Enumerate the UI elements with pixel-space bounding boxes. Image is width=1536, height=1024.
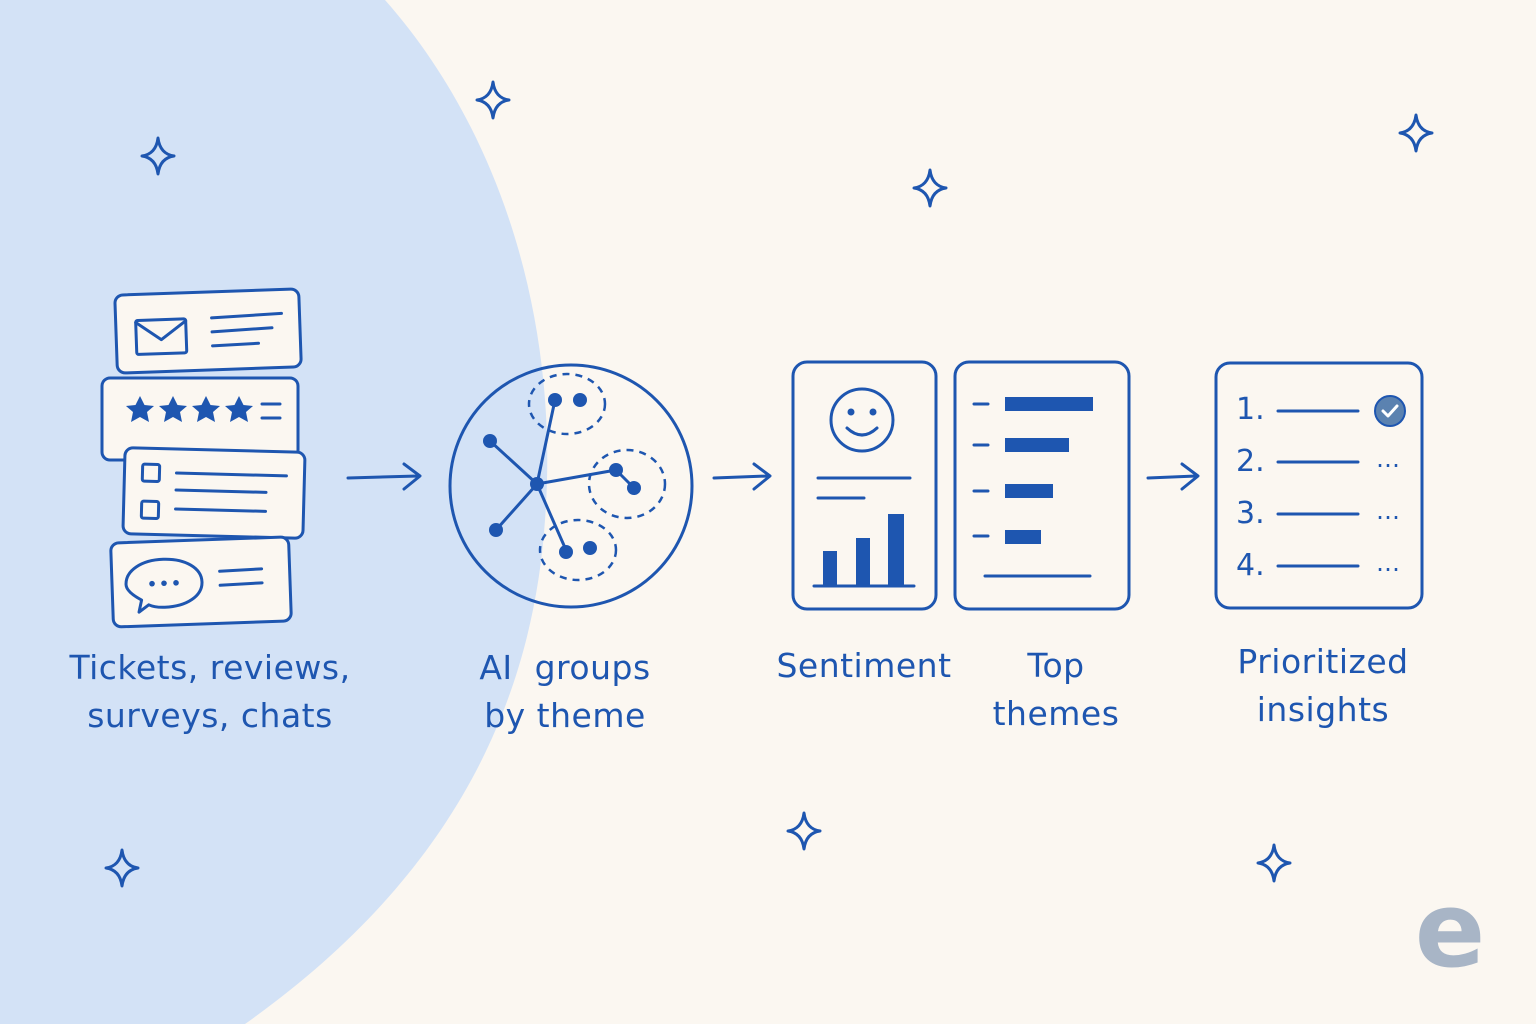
inputs-label-line-1: Tickets, reviews, (69, 648, 351, 687)
sparkle-icon (786, 811, 822, 851)
priority-row-4-pending: … (1376, 549, 1400, 577)
sparkle-icon (140, 136, 176, 176)
priority-row-2-number: 2. (1236, 444, 1265, 479)
prioritized-label: Prioritized insights (1218, 638, 1428, 734)
star-icon (192, 396, 220, 422)
review-card (100, 376, 300, 462)
ai-groups-label: AI groups by theme (450, 644, 680, 740)
check-icon (1374, 395, 1406, 427)
priority-row-3-number: 3. (1236, 496, 1265, 531)
sparkle-icon (1398, 113, 1434, 153)
checkbox-icon (140, 462, 162, 484)
ai-groups-label-line-2: by theme (484, 696, 646, 735)
star-icon (126, 396, 154, 422)
envelope-icon (134, 317, 189, 356)
email-card (113, 287, 303, 375)
ai-groups-label-line-1: AI groups (479, 648, 651, 687)
star-icon (225, 396, 253, 422)
bar-chart-icon (812, 514, 916, 588)
top-themes-label: Top themes (960, 642, 1152, 738)
watermark-logo: e (1414, 869, 1486, 991)
prioritized-card (1214, 361, 1424, 610)
inputs-label: Tickets, reviews, surveys, chats (60, 644, 360, 740)
sparkle-icon (912, 168, 948, 208)
survey-card (121, 446, 307, 540)
priority-row-3-pending: … (1376, 497, 1400, 525)
arrow-right-icon (712, 462, 772, 491)
sparkle-icon (475, 80, 511, 120)
arrow-right-icon (1146, 462, 1200, 491)
top-themes-card (953, 360, 1131, 611)
priority-row-2-pending: … (1376, 445, 1400, 473)
prioritized-label-line-1: Prioritized (1237, 642, 1409, 681)
smiley-icon (829, 387, 895, 453)
top-themes-label-line-1: Top themes (992, 646, 1120, 733)
chat-bubble-icon (124, 557, 204, 614)
chat-card (109, 535, 293, 629)
cluster-network-icon (448, 363, 694, 609)
input-cards-stack (100, 287, 307, 629)
sparkle-icon (1256, 843, 1292, 883)
checkbox-icon (139, 499, 161, 520)
sparkle-icon (104, 848, 140, 888)
priority-row-4-number: 4. (1236, 548, 1265, 583)
sentiment-card (791, 360, 938, 611)
arrow-right-icon (346, 462, 422, 491)
inputs-label-line-2: surveys, chats (87, 696, 333, 735)
star-icon (159, 396, 187, 422)
sentiment-label-line-1: Sentiment (776, 646, 952, 685)
sentiment-label: Sentiment (776, 642, 952, 690)
priority-row-1-number: 1. (1236, 392, 1265, 427)
prioritized-label-line-2: insights (1256, 690, 1390, 729)
